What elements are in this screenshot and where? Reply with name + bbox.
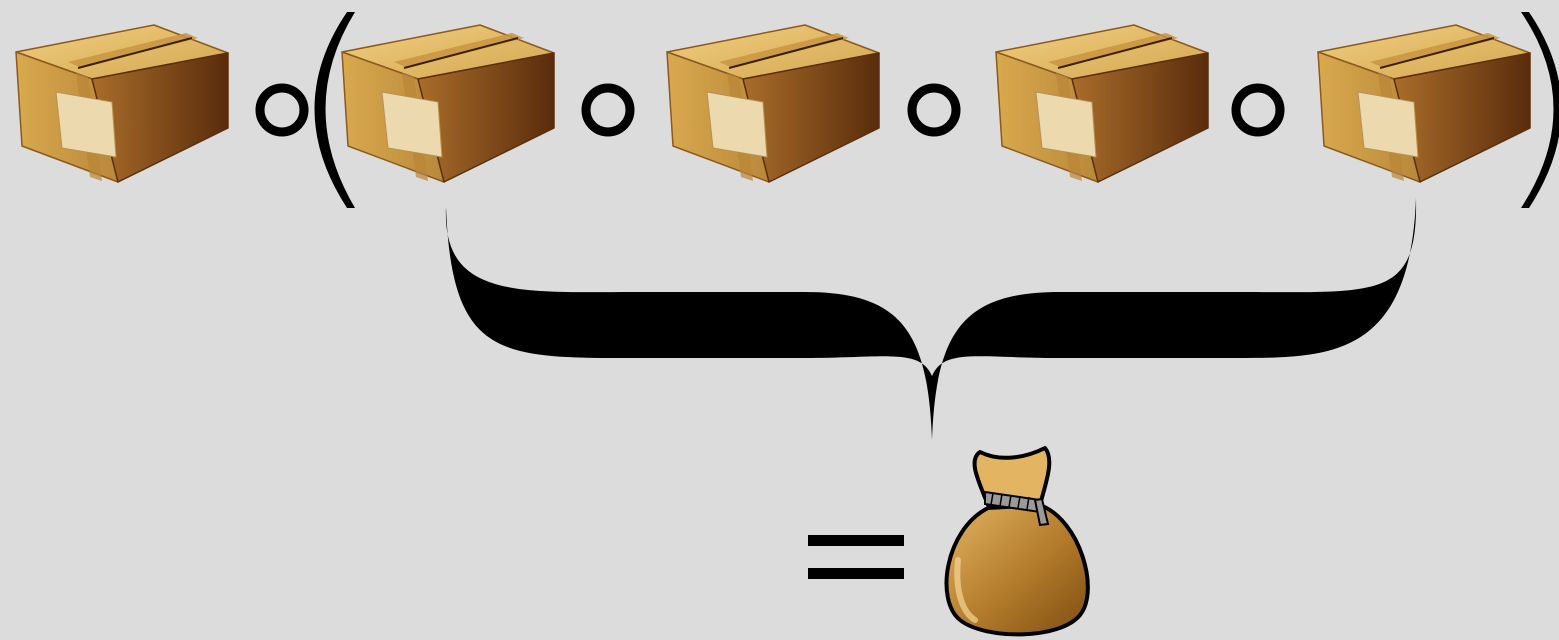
box-icon-2 — [341, 24, 555, 183]
equals-bottom-bar — [808, 568, 904, 579]
box-icon-1 — [15, 24, 229, 183]
open-paren — [314, 12, 355, 208]
compose-operator-2 — [581, 83, 635, 137]
box-icon-4 — [995, 24, 1209, 183]
compose-operator-1 — [255, 83, 309, 137]
compose-operator-3 — [907, 83, 961, 137]
box-icon-3 — [666, 24, 880, 183]
underbrace — [445, 198, 1417, 440]
compose-operator-4 — [1231, 83, 1285, 137]
money-bag-icon — [944, 446, 1090, 637]
equals-top-bar — [808, 535, 904, 546]
close-paren — [1521, 12, 1559, 208]
box-icon-5 — [1317, 24, 1531, 183]
